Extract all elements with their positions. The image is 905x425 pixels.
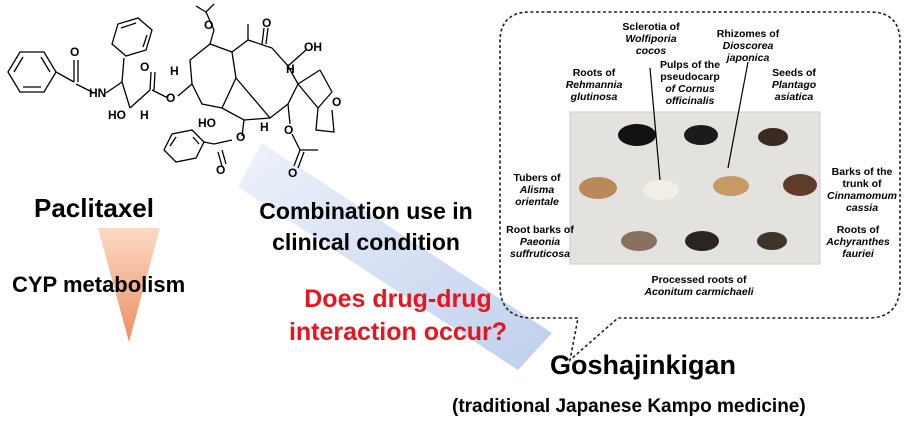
text-line: Does drug-drug (304, 285, 492, 313)
text-line: officinalis (665, 95, 715, 107)
cyp-metabolism-label: CYP metabolism (12, 272, 186, 297)
text-line: Pulps of the (659, 59, 721, 71)
goshajinkigan-title: Goshajinkigan (550, 350, 737, 380)
herb-pile-paeonia (621, 231, 657, 251)
herb-pile-dioscorea (684, 125, 718, 145)
atom-n-h: HN (89, 86, 106, 100)
text-line: orientale (515, 196, 559, 208)
herb-label-dioscorea: Rhizomes of Dioscorea japonica (700, 28, 796, 64)
herb-label-rehmannia: Roots of Rehmannia glutinosa (552, 67, 636, 103)
text-line: Barks of the (831, 166, 893, 178)
herb-label-wolfiporia: Sclerotia of Wolfiporia cocos (606, 21, 696, 57)
text-line: Cinnamomum (826, 190, 897, 202)
text-line: Roots of (836, 224, 880, 236)
herb-pile-achyranthes (757, 232, 787, 250)
paclitaxel-structure (7, 3, 335, 169)
interaction-arrow-band (238, 143, 552, 370)
text-line: Rehmannia (565, 79, 623, 91)
herb-label-achyranthes: Roots of Achyranthes fauriei (818, 224, 898, 260)
herb-pile-cinnamomum (783, 174, 817, 196)
atom-o-benzoate-carbonyl: O (216, 163, 226, 177)
herb-pile-cornus (713, 176, 749, 196)
atom-o-acetate-carbonyl: O (288, 166, 298, 180)
atom-h-bottom: H (260, 120, 269, 134)
metabolism-triangle (98, 228, 160, 342)
text-line: suffruticosa (510, 248, 570, 260)
herb-label-alisma: Tubers of Alisma orientale (503, 172, 571, 208)
herb-pile-aconitum (685, 231, 719, 251)
text-line: cocos (635, 45, 667, 57)
atom-o-oxetane: O (332, 95, 342, 109)
paclitaxel-title: Paclitaxel (34, 193, 154, 223)
atom-o-acetate-bottom: O (284, 123, 294, 137)
text-line: Wolfiporia (625, 33, 677, 45)
herb-label-cinnamomum: Barks of the trunk of Cinnamomum cassia (820, 166, 904, 214)
atom-o-ester: O (140, 60, 150, 74)
text-line: Alisma (519, 184, 555, 196)
atom-h-core: H (170, 64, 179, 78)
speech-bubble (499, 11, 901, 363)
goshajinkigan-subtitle: (traditional Japanese Kampo medicine) (452, 396, 806, 417)
atom-h-side: H (140, 108, 149, 122)
text-line: interaction occur? (288, 318, 508, 346)
pointer-dioscorea (727, 61, 749, 169)
text-line: Dioscorea (722, 40, 774, 52)
herb-pile-wolfiporia (643, 180, 679, 200)
herb-label-paeonia: Root barks of Paeonia suffruticosa (502, 224, 578, 260)
text-line: fauriei (842, 248, 874, 260)
herb-label-aconitum: Processed roots of Aconitum carmichaeli (624, 274, 774, 298)
herb-label-cornus: Pulps of the pseudocarp of Cornus offici… (646, 59, 734, 107)
text-line: of Cornus (665, 83, 715, 95)
herb-pile-alisma (579, 177, 617, 199)
atom-oh-core: OH (304, 40, 322, 54)
combination-use-text: Combination use in clinical condition (218, 196, 514, 258)
herb-pile-plantago (758, 128, 788, 146)
atom-o-benzoate: O (236, 130, 246, 144)
atom-h-ring: H (286, 62, 295, 76)
text-line: Plantago (771, 79, 817, 91)
atom-label: H (89, 86, 98, 100)
text-line: Processed roots of (651, 274, 747, 286)
atom-ho-core: HO (198, 116, 216, 130)
atom-label: N (97, 86, 107, 100)
atom-ho-side: HO (108, 108, 126, 122)
text-line: pseudocarp (660, 71, 720, 83)
text-line: Seeds of (772, 67, 816, 79)
atom-o-link: O (166, 91, 176, 105)
text-line: clinical condition (272, 229, 460, 255)
text-line: Tubers of (513, 172, 561, 184)
text-line: cassia (845, 202, 879, 214)
text-line: Roots of (572, 67, 616, 79)
herb-label-plantago: Seeds of Plantago asiatica (756, 67, 832, 103)
atom-o-ketone: O (262, 16, 272, 30)
text-line: glutinosa (570, 91, 618, 103)
text-line: Achyranthes (826, 236, 890, 248)
atom-o-amide: O (70, 45, 80, 59)
text-line: Combination use in (259, 198, 473, 224)
text-line: japonica (726, 52, 770, 64)
interaction-question: Does drug-drug interaction occur? (238, 283, 558, 349)
text-line: Root barks of (506, 224, 574, 236)
text-line: asiatica (774, 91, 814, 103)
text-line: Aconitum carmichaeli (644, 286, 754, 298)
text-line: Rhizomes of (716, 28, 780, 40)
text-line: trunk of (842, 178, 882, 190)
atom-o-acetate: O (204, 18, 214, 32)
herb-pile-rehmannia (618, 124, 656, 146)
herb-photo-panel (569, 61, 821, 265)
text-line: Paeonia (519, 236, 561, 248)
pointer-wolfiporia (649, 67, 661, 181)
text-line: Sclerotia of (622, 21, 680, 33)
